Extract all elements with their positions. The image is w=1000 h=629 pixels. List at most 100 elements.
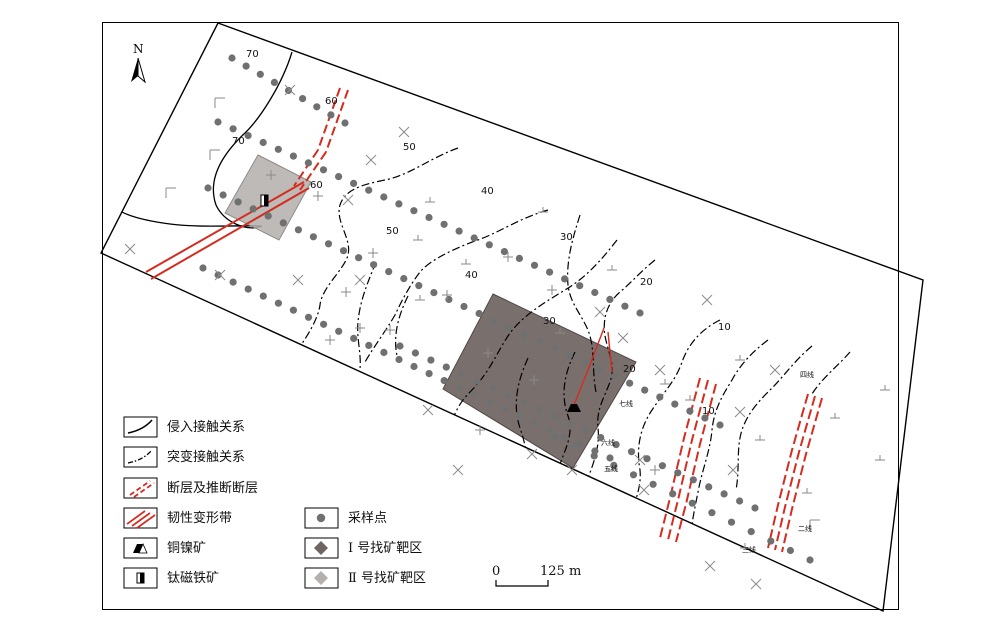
tee-rock-symbol <box>538 207 548 213</box>
sample-point <box>455 384 463 392</box>
sample-point <box>581 426 589 435</box>
contour-label: 30 <box>560 232 573 243</box>
tee-rock-symbol <box>735 355 745 361</box>
scale-bar: 0 125 m <box>492 564 581 587</box>
contour-label: 50 <box>403 142 416 153</box>
sample-point <box>500 248 508 256</box>
plus-rock-symbol <box>475 425 485 435</box>
sample-point <box>606 295 614 303</box>
sample-point <box>242 62 250 70</box>
sample-point <box>656 393 664 401</box>
cross-rock-symbol <box>638 484 650 496</box>
contour-label: 20 <box>640 277 653 288</box>
cross-rock-symbol <box>398 126 410 138</box>
sample-point <box>440 220 448 228</box>
sample-point <box>274 145 282 153</box>
tee-rock-symbol <box>607 265 617 271</box>
sample-point <box>705 483 713 491</box>
sample-point <box>400 275 408 283</box>
north-label: N <box>133 42 144 56</box>
legend-fault: 断层及推断断层 <box>167 481 258 496</box>
sample-point <box>720 490 728 498</box>
sample-point <box>458 370 466 378</box>
sample-point <box>430 289 438 297</box>
sample-point <box>279 219 287 227</box>
copper-nickel-occurrence <box>567 404 581 412</box>
sample-point <box>747 528 755 536</box>
plus-rock-symbol <box>325 335 335 345</box>
sample-point <box>228 54 236 62</box>
plus-rock-symbol <box>313 191 323 201</box>
cross-rock-symbol <box>634 454 646 466</box>
sample-point <box>470 234 478 242</box>
sample-point <box>365 341 373 349</box>
legend-abrupt-contact: 突变接触关系 <box>167 449 245 465</box>
contour-label: 40 <box>465 270 478 281</box>
sample-point <box>565 351 574 359</box>
sample-point <box>612 441 620 449</box>
target-area-1 <box>442 293 637 469</box>
sample-point <box>489 384 497 392</box>
sample-point <box>259 138 267 147</box>
sample-point <box>259 292 267 300</box>
sample-point <box>440 377 448 385</box>
sample-point <box>566 419 574 428</box>
cross-rock-symbol <box>214 269 226 281</box>
tee-rock-symbol <box>740 543 750 549</box>
sample-point <box>445 295 453 304</box>
sample-point <box>380 193 388 201</box>
legend: 侵入接触关系 突变接触关系 断层及推断断层 韧性变形带 铜镍矿 钛磁铁矿 采样点 <box>123 416 426 589</box>
plus-rock-symbol <box>483 348 493 358</box>
sample-point <box>427 356 435 364</box>
sample-point <box>686 407 694 415</box>
sample-point <box>470 391 478 399</box>
sample-point <box>410 207 418 215</box>
sample-point <box>284 86 293 95</box>
sample-point <box>395 355 403 364</box>
survey-line-label: 三线 <box>742 545 756 554</box>
tee-rock-symbol <box>685 395 695 401</box>
cross-rock-symbol <box>727 464 739 476</box>
sample-point <box>727 518 736 526</box>
map-frame <box>102 22 899 610</box>
cross-rock-symbol <box>769 364 781 376</box>
sample-point <box>736 497 744 505</box>
ilmenite-occurrence <box>260 194 269 207</box>
sample-point <box>546 426 554 434</box>
sample-point <box>641 386 649 394</box>
sample-point <box>629 471 638 479</box>
sample-point <box>611 372 619 380</box>
tee-rock-symbol <box>461 259 471 265</box>
sample-point <box>674 469 682 477</box>
sample-point <box>313 103 321 111</box>
sample-point <box>530 261 539 269</box>
plus-rock-symbol <box>368 248 378 258</box>
sample-point <box>671 400 679 408</box>
legend-ilmenite: 钛磁铁矿 <box>167 571 219 586</box>
sample-point <box>490 316 498 324</box>
sample-point <box>350 334 358 342</box>
contour-label: 60 <box>325 96 338 107</box>
sample-point <box>485 241 493 249</box>
sample-point <box>658 462 667 470</box>
sample-point <box>320 320 328 328</box>
cross-rock-symbol <box>422 404 434 416</box>
legend-target-area-1: Ⅰ 号找矿靶区 <box>348 541 422 556</box>
sample-point <box>244 285 252 293</box>
sample-point <box>309 233 317 241</box>
legend-sample-point: 采样点 <box>348 511 387 526</box>
corner-rock-symbol <box>214 97 225 108</box>
ductile-zone-lines <box>659 377 823 553</box>
tee-rock-symbol <box>607 465 617 471</box>
contour-label: 70 <box>232 136 245 147</box>
plus-rock-symbol <box>266 170 276 180</box>
cross-rock-symbol <box>292 274 304 286</box>
cross-rock-symbol <box>526 448 538 460</box>
sample-point <box>500 405 509 413</box>
legend-intrusive-contact: 侵入接触关系 <box>167 419 245 435</box>
sample-point <box>546 268 554 276</box>
sample-point <box>519 398 528 406</box>
north-arrow: N <box>131 42 146 84</box>
sample-point <box>395 200 403 208</box>
sample-point <box>274 299 282 307</box>
